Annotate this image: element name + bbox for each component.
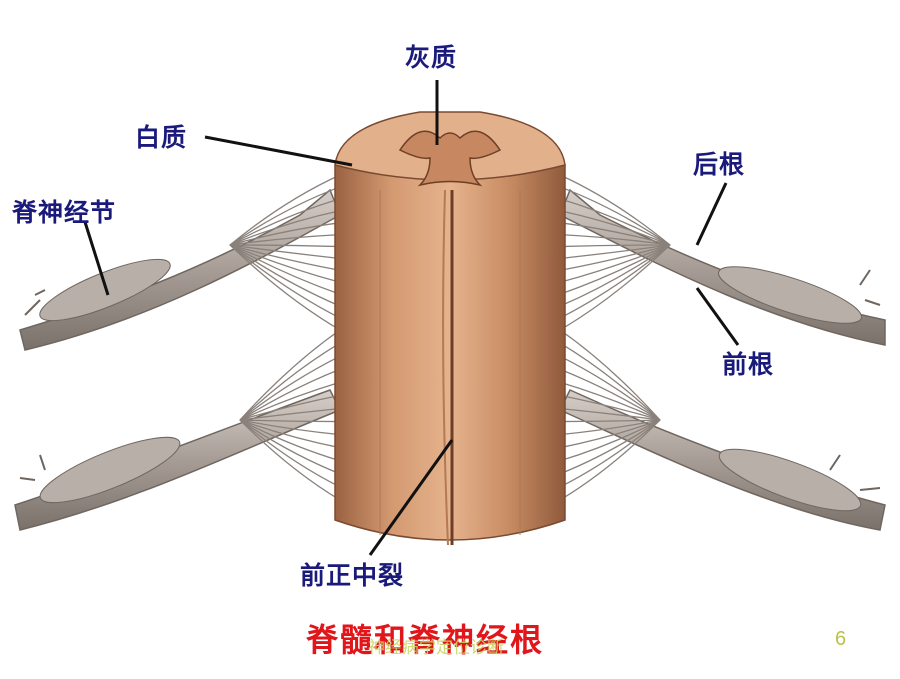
rootlet-lower-left	[239, 394, 341, 421]
label-gray-matter: 灰质	[405, 43, 458, 72]
rootlet-upper-left	[229, 244, 341, 272]
rootlet-upper-left	[229, 244, 341, 260]
rootlet-lower-right	[559, 419, 661, 501]
rootlet-lower-left	[239, 419, 341, 449]
rootlet-upper-left	[229, 198, 341, 246]
rootlet-upper-right	[559, 186, 671, 246]
rootlet-upper-right	[559, 244, 671, 272]
spinal-cord	[334, 111, 566, 546]
rootlet-lower-left	[239, 381, 341, 421]
rootlet-lower-right	[559, 394, 661, 421]
rootlet-upper-left	[229, 244, 341, 283]
rootlet-upper-right	[559, 210, 671, 246]
rootlet-upper-left	[229, 174, 341, 246]
rootlets	[229, 174, 671, 501]
rootlet-lower-right	[559, 329, 661, 421]
rootlet-upper-right	[559, 233, 671, 246]
rootlet-upper-right	[559, 174, 671, 246]
rootlet-upper-left	[229, 244, 341, 331]
leader-spinal-ganglion	[83, 221, 110, 296]
rootlet-upper-right	[559, 244, 671, 248]
rootlet-upper-left	[229, 222, 341, 246]
rootlet-upper-right	[559, 244, 671, 331]
rootlet-upper-right	[559, 244, 671, 295]
rootlet-lower-left	[239, 419, 341, 436]
rootlet-lower-right	[559, 368, 661, 421]
rootlet-lower-right	[559, 419, 661, 423]
rootlet-lower-left	[239, 419, 341, 501]
rootlet-lower-right	[559, 419, 661, 449]
rootlet-upper-left	[229, 186, 341, 246]
rootlet-lower-right	[559, 419, 661, 475]
rootlet-upper-left	[229, 244, 341, 307]
rootlet-lower-right	[559, 342, 661, 421]
rootlet-lower-right	[559, 419, 661, 462]
leader-lines	[83, 80, 740, 556]
rootlet-upper-right	[559, 244, 671, 260]
rootlet-lower-left	[239, 329, 341, 421]
rootlet-upper-left	[229, 233, 341, 246]
label-white-matter: 白质	[135, 123, 188, 152]
rootlet-upper-right	[559, 222, 671, 246]
figure-caption: 脊髓和脊神经根	[306, 621, 545, 659]
rootlet-lower-left	[239, 355, 341, 421]
rootlet-upper-right	[559, 244, 671, 307]
lower-left-nerve	[14, 389, 342, 531]
rootlet-lower-left	[239, 419, 341, 475]
rootlet-lower-right	[559, 419, 661, 488]
leader-anterior-median-fissure	[368, 439, 454, 556]
rootlet-lower-left	[239, 342, 341, 421]
label-posterior-root: 后根	[693, 150, 746, 179]
rootlet-lower-right	[559, 419, 661, 436]
rootlet-lower-right	[559, 355, 661, 421]
rootlet-upper-right	[559, 244, 671, 283]
rootlet-lower-left	[239, 419, 341, 462]
label-spinal-ganglion: 脊神经节	[12, 198, 117, 227]
rootlet-upper-left	[229, 210, 341, 246]
rootlet-upper-left	[229, 244, 341, 248]
rootlet-lower-right	[559, 407, 661, 421]
rootlet-upper-left	[229, 244, 341, 319]
label-anterior-median-fissure: 前正中裂	[300, 561, 405, 590]
rootlet-lower-left	[239, 419, 341, 488]
lower-right-nerve	[558, 389, 886, 531]
rootlet-upper-right	[559, 198, 671, 246]
rootlet-lower-left	[239, 407, 341, 421]
label-anterior-root: 前根	[722, 350, 775, 379]
rootlet-lower-left	[239, 368, 341, 421]
rootlet-upper-left	[229, 244, 341, 295]
leader-anterior-root	[695, 287, 740, 346]
leader-white-matter	[204, 135, 353, 167]
watermark-text: 神经病学定位诊断	[368, 638, 504, 658]
rootlet-lower-right	[559, 381, 661, 421]
page-number: 6	[835, 628, 847, 650]
rootlet-lower-left	[239, 419, 341, 423]
leader-posterior-root	[695, 182, 728, 246]
rootlet-upper-right	[559, 244, 671, 319]
